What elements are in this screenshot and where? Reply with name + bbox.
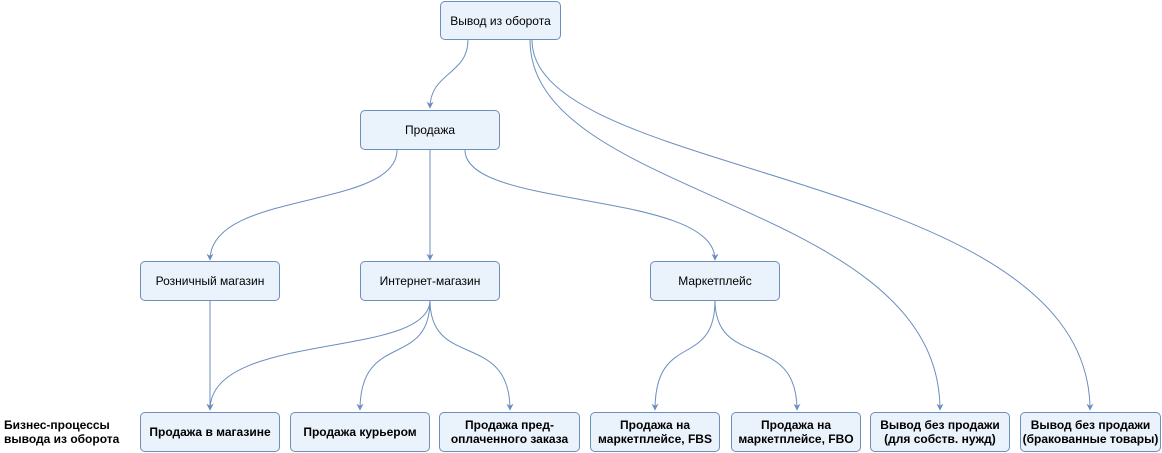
edge-sale-retail: [206, 149, 398, 261]
node-root[interactable]: Вывод из оборота: [440, 1, 561, 40]
node-sale[interactable]: Продажа: [360, 110, 500, 150]
business-processes-label: Бизнес-процессы вывода из оборота: [4, 418, 120, 446]
node-prepaid-sale-label: Продажа пред- оплаченного заказа: [450, 418, 569, 446]
node-prepaid-sale[interactable]: Продажа пред- оплаченного заказа: [439, 412, 580, 452]
node-courier-sale-label: Продажа курьером: [303, 425, 417, 439]
node-marketplace[interactable]: Маркетплейс: [650, 261, 780, 301]
node-fbs-sale-label: Продажа на маркетплейсе, FBS: [598, 418, 712, 446]
edge-marketplace-fbo: [714, 299, 801, 411]
node-online-label: Интернет-магазин: [379, 274, 481, 288]
node-store-sale[interactable]: Продажа в магазине: [140, 412, 280, 452]
edge-sale-marketplace: [464, 149, 719, 261]
edge-marketplace-fbs: [651, 299, 716, 411]
node-store-sale-label: Продажа в магазине: [149, 425, 271, 439]
edge-online-prepaid: [429, 299, 514, 411]
node-fbo-sale-label: Продажа на маркетплейсе, FBO: [738, 418, 854, 446]
node-courier-sale[interactable]: Продажа курьером: [290, 412, 430, 452]
node-defective-label: Вывод без продажи (бракованные товары): [1022, 418, 1159, 446]
edge-online-courier: [356, 299, 431, 411]
node-sale-label: Продажа: [404, 123, 456, 137]
node-retail-label: Розничный магазин: [155, 274, 265, 288]
node-root-label: Вывод из оборота: [450, 13, 551, 28]
edge-root-defective: [531, 39, 1094, 411]
edge-online-store-sale: [206, 299, 431, 411]
node-defective[interactable]: Вывод без продажи (бракованные товары): [1020, 412, 1161, 452]
edge-root-sale: [426, 39, 469, 109]
node-retail[interactable]: Розничный магазин: [140, 261, 280, 301]
node-own-needs-label: Вывод без продажи (для собств. нужд): [880, 418, 1000, 446]
node-online[interactable]: Интернет-магазин: [360, 261, 500, 301]
node-fbo-sale[interactable]: Продажа на маркетплейсе, FBO: [731, 412, 861, 452]
node-marketplace-label: Маркетплейс: [678, 274, 752, 288]
node-fbs-sale[interactable]: Продажа на маркетплейсе, FBS: [590, 412, 720, 452]
edge-root-own-needs: [529, 39, 944, 411]
node-own-needs[interactable]: Вывод без продажи (для собств. нужд): [870, 412, 1010, 452]
